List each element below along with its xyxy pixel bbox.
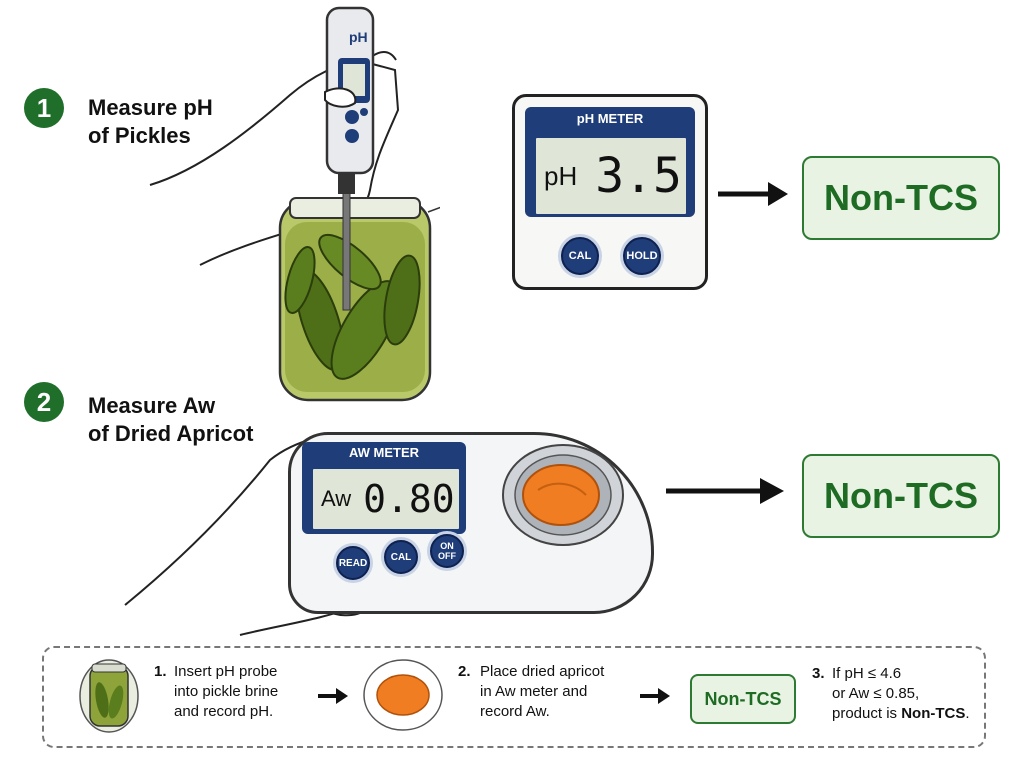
summary-step-3-line3: product is Non-TCS.: [832, 704, 970, 724]
summary-step-1-line1: Insert pH probe: [174, 663, 278, 680]
pickle-jar-illustration: [149, 6, 440, 402]
step-2-title-line2: of Dried Apricot: [88, 421, 254, 446]
summary-step-3-line2: or Aw ≤ 0.85,: [832, 685, 920, 702]
read-button[interactable]: READ: [336, 546, 370, 580]
hold-button[interactable]: HOLD: [623, 237, 661, 275]
summary-step-3-bold: Non-TCS: [901, 705, 966, 722]
step-2-badge: 2: [24, 382, 64, 422]
summary-result-badge: Non-TCS: [690, 674, 796, 724]
arrow-right-icon: [318, 688, 348, 704]
result-badge-ph: Non-TCS: [802, 156, 1000, 240]
aw-reading: 0.80: [363, 477, 455, 521]
ph-meter-display: pH 3.5: [533, 135, 689, 217]
summary-step-1-line2: into pickle brine: [174, 683, 279, 700]
result-badge-aw: Non-TCS: [802, 454, 1000, 538]
summary-step-2: 2. Place dried apricot in Aw meter and r…: [458, 662, 604, 722]
ph-reading: 3.5: [595, 148, 682, 204]
summary-step-2-line3: record Aw.: [480, 703, 550, 720]
summary-step-3-line1: If pH ≤ 4.6: [832, 665, 902, 682]
summary-step-1: 1. Insert pH probe into pickle brine and…: [154, 662, 278, 722]
arrow-right-icon: [640, 688, 670, 704]
arrow-right-icon: [666, 478, 784, 504]
probe-label: pH: [349, 29, 368, 45]
summary-step-1-line3: and record pH.: [174, 703, 274, 720]
step-1-title-line2: of Pickles: [88, 123, 191, 148]
step-2-title-line1: Measure Aw: [88, 393, 216, 418]
pickle-jar-icon: [79, 659, 139, 733]
aw-meter-header: AW METER: [348, 445, 420, 460]
ph-meter-header: pH METER: [576, 111, 644, 126]
aw-unit: Aw: [321, 486, 352, 511]
summary-step-1-num: 1.: [154, 663, 167, 680]
cal-button[interactable]: CAL: [561, 237, 599, 275]
ph-unit: pH: [544, 160, 578, 191]
summary-step-2-num: 2.: [458, 663, 471, 680]
summary-panel: [42, 646, 986, 748]
summary-step-2-line2: in Aw meter and: [480, 683, 588, 700]
aw-meter-display: Aw 0.80: [310, 466, 462, 532]
summary-step-3-num: 3.: [812, 665, 825, 682]
step-1-title: Measure pH of Pickles: [88, 94, 213, 150]
arrow-right-icon: [718, 182, 788, 206]
aw-cal-button[interactable]: CAL: [384, 540, 418, 574]
apricot-summary-icon: [363, 659, 443, 731]
summary-step-3-prefix: product is: [832, 705, 902, 722]
apricot-icon: [522, 464, 600, 526]
summary-step-2-line1: Place dried apricot: [480, 663, 605, 680]
step-1-badge: 1: [24, 88, 64, 128]
ph-meter: pH METER pH 3.5 CAL HOLD: [512, 94, 708, 290]
summary-step-3-suffix: .: [965, 705, 970, 722]
step-1-title-line1: Measure pH: [88, 95, 213, 120]
step-2-title: Measure Aw of Dried Apricot: [88, 392, 253, 448]
apricot-sample-cup: [502, 444, 624, 546]
summary-step-3: 3. If pH ≤ 4.6 or Aw ≤ 0.85, product is …: [812, 664, 970, 724]
on-off-button[interactable]: ON OFF: [430, 534, 464, 568]
